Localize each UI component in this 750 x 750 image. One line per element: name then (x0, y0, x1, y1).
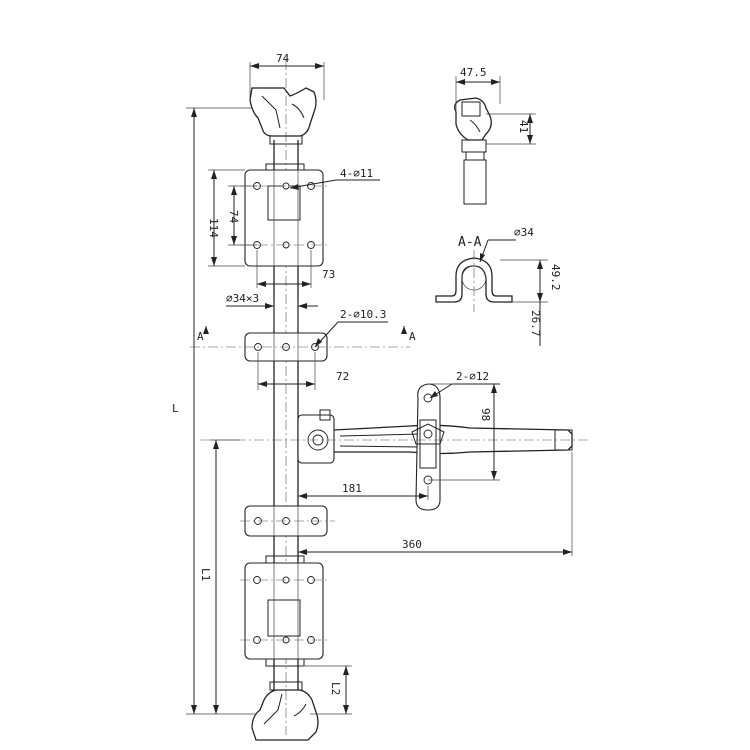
section-diameter-label: ⌀34 (514, 226, 534, 239)
overall-length-label: L (172, 402, 179, 415)
handle-reach-label: 360 (402, 538, 422, 551)
lower-clip (240, 505, 335, 537)
top-mounting-plate (208, 163, 330, 288)
dimension-handle-holes (429, 383, 500, 480)
dimension-handle-offset (298, 493, 428, 499)
clip-hole-spacing-label: 72 (336, 370, 349, 383)
dimension-head-width (250, 63, 324, 69)
plate-holes-label: 4-⌀11 (340, 167, 373, 180)
section-marker-left: A (197, 330, 204, 343)
handle-offset-label: 181 (342, 482, 362, 495)
dimension-plate-height (211, 170, 237, 266)
section-a-a-view (435, 239, 548, 346)
detail-width-label: 47.5 (460, 66, 487, 79)
upper-clip (190, 300, 410, 390)
bottom-cam-keeper (251, 681, 319, 741)
bottom-mounting-plate (240, 555, 330, 667)
section-depth-label: 26.7 (529, 310, 542, 337)
dimension-handle-reach (298, 549, 572, 555)
clip-holes-label: 2-⌀10.3 (340, 308, 386, 321)
dimension-plate-hole-spacing (257, 281, 311, 287)
section-height-label: 49.2 (549, 264, 562, 291)
plate-hole-vertical-label: 74 (227, 210, 240, 224)
lower-length-label: L1 (199, 568, 212, 581)
tube-size-label: ⌀34×3 (226, 292, 259, 305)
keeper-detail-view (454, 76, 536, 205)
handle-holes-label: 2-⌀12 (456, 370, 489, 383)
handle-assembly (200, 383, 590, 556)
dimension-plate-holes (289, 179, 380, 190)
detail-height-label: 41 (517, 120, 530, 133)
top-cam-keeper (249, 62, 325, 145)
dimension-clip (258, 321, 388, 387)
end-length-label: L2 (329, 682, 342, 695)
plate-hole-horizontal-label: 73 (322, 268, 335, 281)
dimension-tube (226, 303, 318, 309)
section-title: A-A (458, 235, 482, 250)
head-width-label: 74 (276, 52, 290, 65)
section-marker-right: A (409, 330, 416, 343)
dimension-overall (186, 107, 352, 715)
handle-bracket-height-label: 98 (479, 408, 492, 421)
plate-height-label: 114 (207, 218, 220, 238)
section-markers (203, 326, 407, 334)
